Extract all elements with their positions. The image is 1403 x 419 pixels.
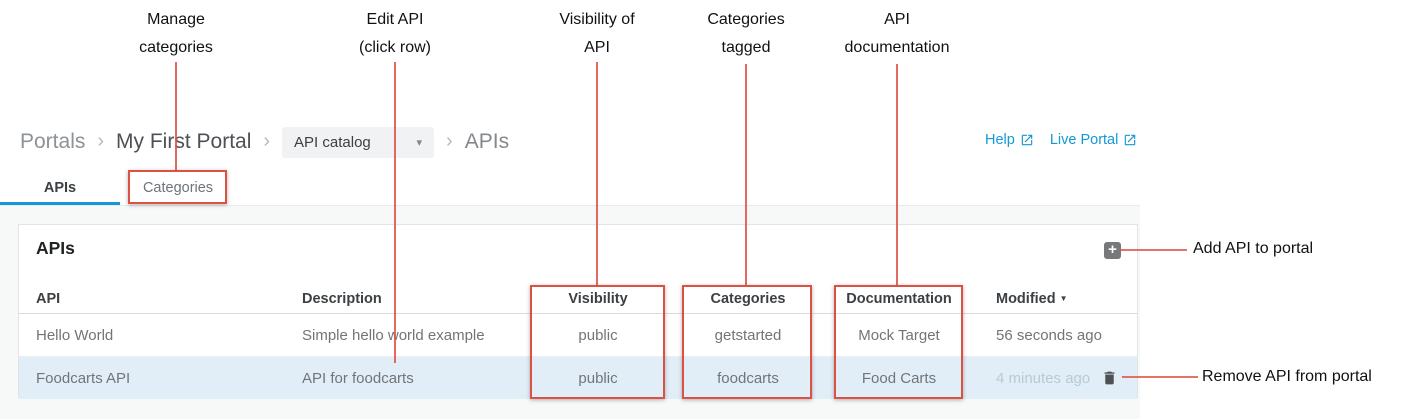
- chevron-down-icon: ▾: [416, 136, 423, 149]
- annotation-box-visibility-column: [530, 285, 665, 399]
- external-link-icon: [1021, 134, 1033, 146]
- annotation-line-visibility: [596, 62, 598, 286]
- chevron-right-icon: ›: [446, 130, 453, 152]
- cell-modified: 4 minutes ago: [996, 369, 1091, 387]
- tab-categories[interactable]: Categories: [142, 179, 214, 196]
- cell-description: Simple hello world example: [302, 326, 485, 344]
- active-tab-underline: [0, 202, 120, 205]
- add-api-button[interactable]: +: [1104, 242, 1121, 259]
- column-header-visibility[interactable]: Visibility: [568, 290, 628, 307]
- column-header-documentation[interactable]: Documentation: [846, 290, 952, 307]
- cell-documentation: Mock Target: [858, 326, 940, 344]
- live-portal-link-label: Live Portal: [1049, 132, 1119, 148]
- external-link-icon: [1125, 134, 1136, 146]
- cell-api: Foodcarts API: [36, 369, 131, 387]
- table-header-row: API Description Visibility Categories Do…: [19, 284, 1137, 314]
- live-portal-link[interactable]: Live Portal: [1050, 132, 1138, 148]
- annotation-line-remove-api: [1122, 376, 1198, 378]
- sort-descending-icon: ▼: [1059, 294, 1068, 303]
- api-catalog-dropdown[interactable]: API catalog ▾: [282, 126, 435, 158]
- cell-categories: getstarted: [714, 326, 782, 344]
- cell-visibility: public: [578, 369, 618, 387]
- cell-description: API for foodcarts: [302, 369, 414, 387]
- help-link[interactable]: Help: [985, 132, 1034, 148]
- annotation-box-documentation-column: [834, 285, 963, 399]
- callout-categories-tagged: Categories tagged: [707, 11, 785, 56]
- column-header-api[interactable]: API: [36, 290, 61, 307]
- breadcrumb-portal-name[interactable]: My First Portal: [116, 130, 252, 153]
- table-row-hello-world[interactable]: Hello World Simple hello world example p…: [19, 314, 1137, 357]
- delete-api-icon[interactable]: [1101, 369, 1118, 387]
- annotation-line-categories: [745, 64, 747, 286]
- cell-modified: 56 seconds ago: [996, 326, 1102, 344]
- tab-apis[interactable]: APIs: [43, 179, 77, 196]
- annotation-line-manage-categories: [175, 62, 177, 171]
- cell-categories: foodcarts: [717, 369, 779, 387]
- callout-remove-api: Remove API from portal: [1202, 368, 1372, 385]
- cell-visibility: public: [578, 326, 618, 344]
- plus-icon: +: [1108, 241, 1117, 258]
- column-header-description[interactable]: Description: [302, 290, 382, 307]
- header-links: Help Live Portal: [985, 132, 1137, 148]
- column-header-categories[interactable]: Categories: [710, 290, 786, 307]
- callout-add-api: Add API to portal: [1193, 240, 1314, 257]
- callout-visibility: Visibility of API: [559, 11, 635, 56]
- api-catalog-dropdown-value: API catalog: [294, 133, 371, 151]
- help-link-label: Help: [985, 132, 1015, 148]
- apis-panel: APIs + API Description Visibility Catego…: [18, 224, 1138, 399]
- callout-manage-categories: Manage categories: [139, 11, 213, 56]
- table-row-foodcarts[interactable]: Foodcarts API API for foodcarts public f…: [19, 357, 1137, 399]
- breadcrumb-portals-link[interactable]: Portals: [20, 130, 86, 153]
- cell-documentation: Food Carts: [861, 369, 937, 387]
- annotation-line-edit-api: [394, 62, 396, 363]
- annotation-box-categories-column: [682, 285, 812, 399]
- breadcrumb: Portals › My First Portal › API catalog …: [20, 126, 509, 158]
- chevron-right-icon: ›: [97, 130, 105, 152]
- callout-edit-api: Edit API (click row): [359, 11, 431, 56]
- callout-api-documentation: API documentation: [844, 11, 950, 56]
- panel-title: APIs: [36, 238, 75, 258]
- annotation-box-categories-tab: [128, 170, 227, 204]
- annotation-line-documentation: [896, 64, 898, 286]
- column-header-modified-label: Modified: [996, 290, 1056, 307]
- breadcrumb-current-page: APIs: [464, 130, 510, 153]
- annotation-line-add-api: [1120, 249, 1187, 251]
- cell-api: Hello World: [36, 326, 114, 344]
- chevron-right-icon: ›: [263, 130, 271, 152]
- column-header-modified[interactable]: Modified ▼: [996, 284, 1121, 313]
